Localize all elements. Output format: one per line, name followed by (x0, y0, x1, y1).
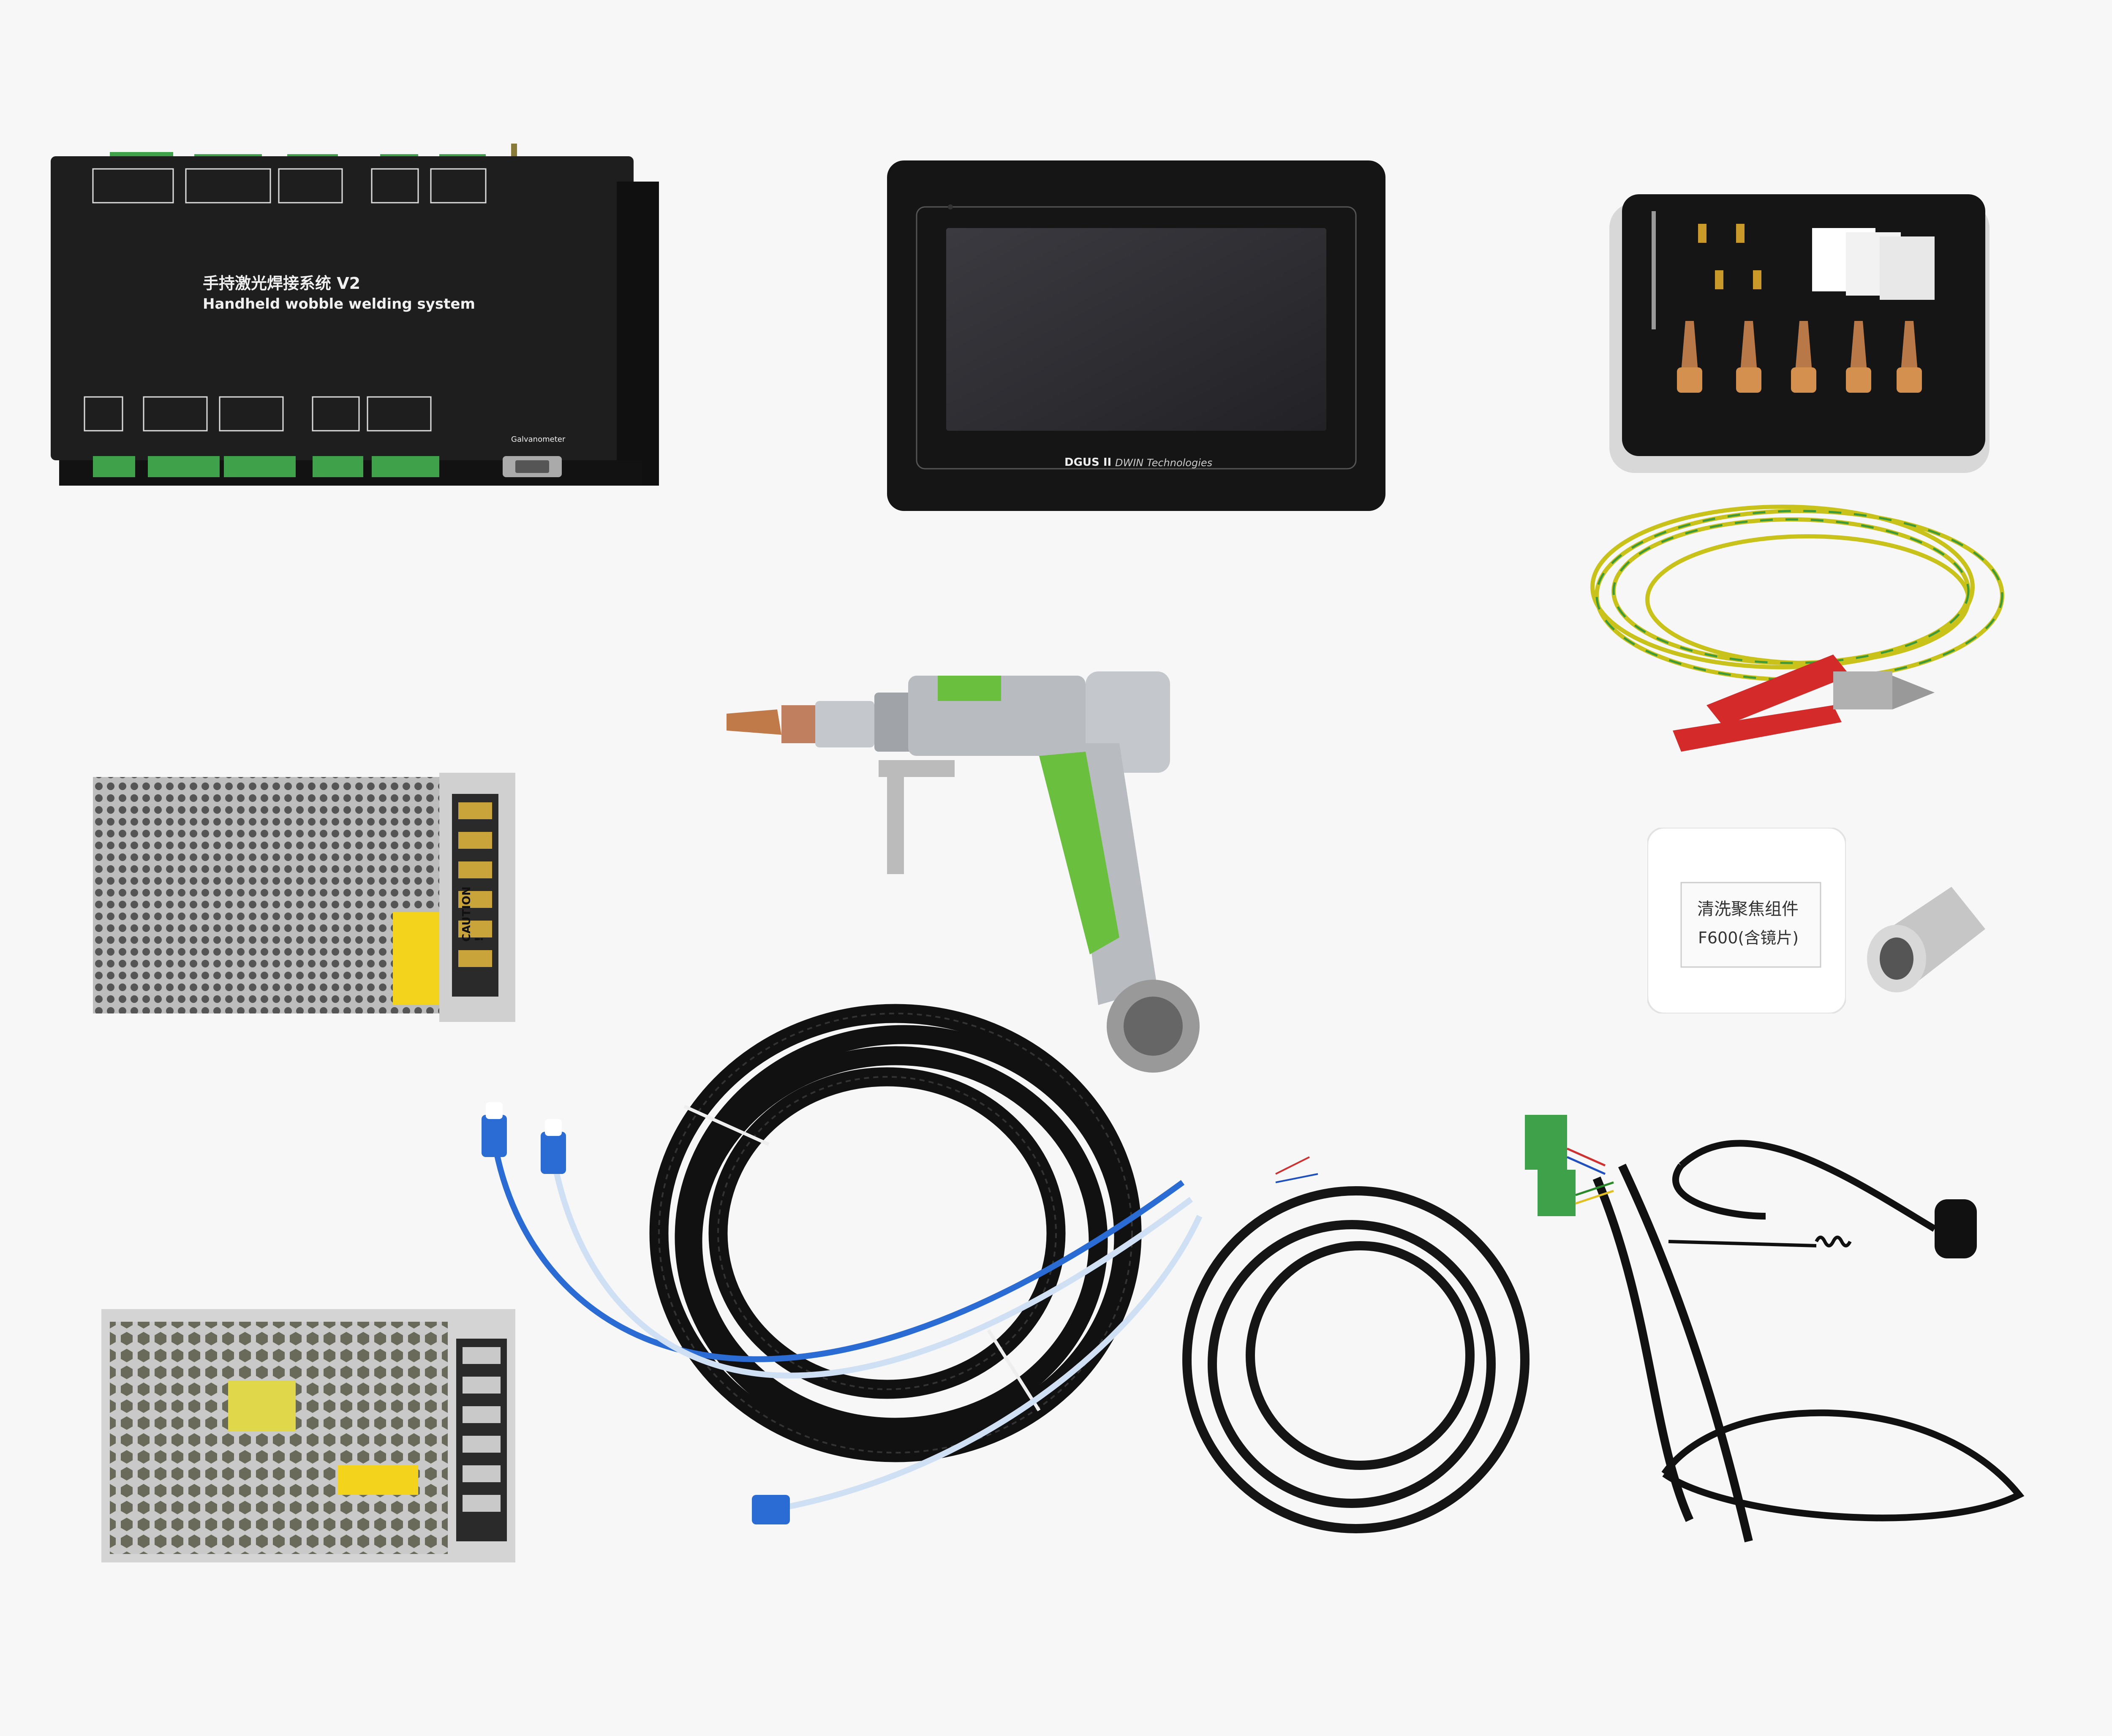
lens-box-label-line2: F600(含镜片) (1698, 929, 1799, 947)
terminal-cable (1512, 1098, 1808, 1562)
signal-cable (1149, 1140, 1563, 1571)
metal-adapter (1859, 870, 2002, 997)
welding-gun (718, 659, 1309, 1106)
controller-unit: 手持激光焊接系统 V2 Handheld wobble welding syst… (51, 144, 659, 515)
braided-fiber-cable (625, 963, 1174, 1512)
lens-box-label-line1: 清洗聚焦组件 (1697, 899, 1799, 919)
screen-brand-logo: DGUS II (1064, 456, 1112, 469)
controller-title-cn: 手持激光焊接系统 V2 (203, 274, 361, 293)
nozzle-kit-box (1609, 194, 1990, 473)
focus-lens-box: 清洗聚焦组件 F600(含镜片) (1647, 828, 1846, 1013)
antenna (1639, 1115, 2040, 1537)
power-supply-1: CAUTION ! (93, 769, 515, 1022)
air-tubes (465, 1089, 1267, 1571)
screen-brand-text: DWIN Technologies (1115, 457, 1213, 469)
galvanometer-port-label: Galvanometer (511, 435, 566, 444)
controller-title-en: Handheld wobble welding system (203, 296, 475, 312)
touch-screen: DGUS II DWIN Technologies (887, 160, 1385, 511)
power-supply-2 (101, 1296, 515, 1562)
caution-label: CAUTION ! (460, 886, 486, 942)
ground-cable-clip (1563, 456, 2028, 777)
